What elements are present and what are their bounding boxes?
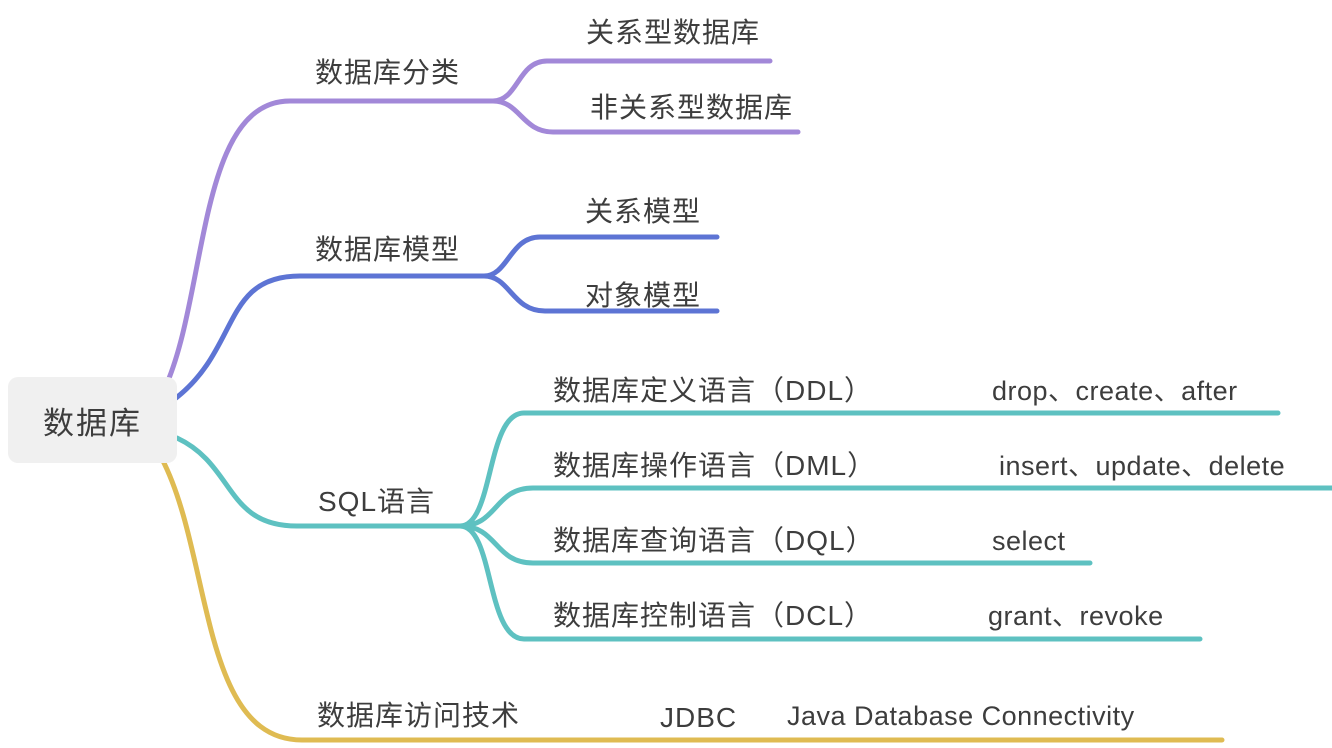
node-dml-label[interactable]: 数据库操作语言（DML） [553,450,877,481]
node-non-relational-db-label[interactable]: 非关系型数据库 [590,92,794,123]
branch-sql-line [174,435,464,529]
branch-sql-dml-line [457,485,1332,529]
branch-model-child2-line [481,273,720,314]
branch-access-label[interactable]: 数据库访问技术 [317,700,521,731]
node-dcl-label[interactable]: 数据库控制语言（DCL） [553,600,874,631]
branch-classification-line [160,98,498,395]
branch-access-line [159,456,1225,743]
node-ddl-label[interactable]: 数据库定义语言（DDL） [553,375,874,406]
branch-sql-label[interactable]: SQL语言 [318,486,436,517]
node-dml-keywords[interactable]: insert、update、delete [999,451,1286,481]
branch-classification-child1-line [490,58,773,104]
branch-classification-label[interactable]: 数据库分类 [315,57,461,88]
branch-classification-child2-line [490,98,801,135]
node-relational-model-label[interactable]: 关系模型 [585,196,702,227]
branch-model-line [173,273,489,401]
node-ddl-keywords[interactable]: drop、create、after [992,376,1238,406]
root-node[interactable]: 数据库 [8,377,177,463]
branch-sql-ddl-line [457,410,1281,529]
node-object-model-label[interactable]: 对象模型 [585,280,702,311]
node-dql-label[interactable]: 数据库查询语言（DQL） [553,525,875,556]
node-jdbc-keywords[interactable]: Java Database Connectivity [787,701,1135,731]
branch-sql-dql-line [457,523,1093,566]
node-jdbc-label[interactable]: JDBC [660,702,738,733]
branch-sql-dcl-line [457,523,1203,642]
node-dql-keywords[interactable]: select [992,526,1066,556]
node-relational-db-label[interactable]: 关系型数据库 [586,17,761,48]
node-dcl-keywords[interactable]: grant、revoke [988,601,1164,631]
branch-model-child1-line [481,234,720,279]
branch-model-label[interactable]: 数据库模型 [315,234,461,265]
